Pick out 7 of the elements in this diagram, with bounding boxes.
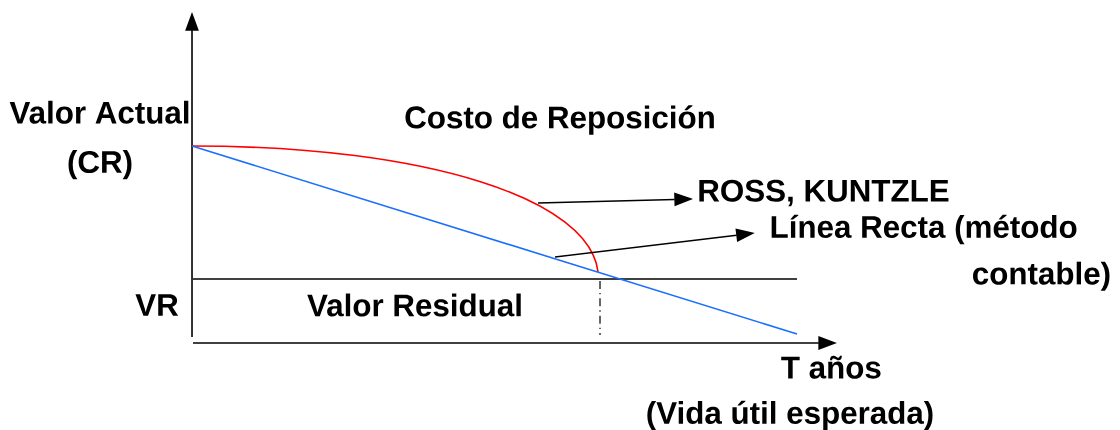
axis-label: T años (Vida útil esperada) bbox=[647, 355, 933, 430]
method-label: Línea Recta (método contable) bbox=[771, 214, 1110, 291]
method-label: ROSS, KUNTZLE bbox=[699, 179, 949, 207]
region-label: Valor Residual bbox=[307, 293, 521, 317]
axis-label: Valor Actual (CR) bbox=[9, 100, 189, 180]
axis-label: VR bbox=[135, 294, 179, 316]
curve-label: Costo de Reposición bbox=[405, 105, 714, 135]
